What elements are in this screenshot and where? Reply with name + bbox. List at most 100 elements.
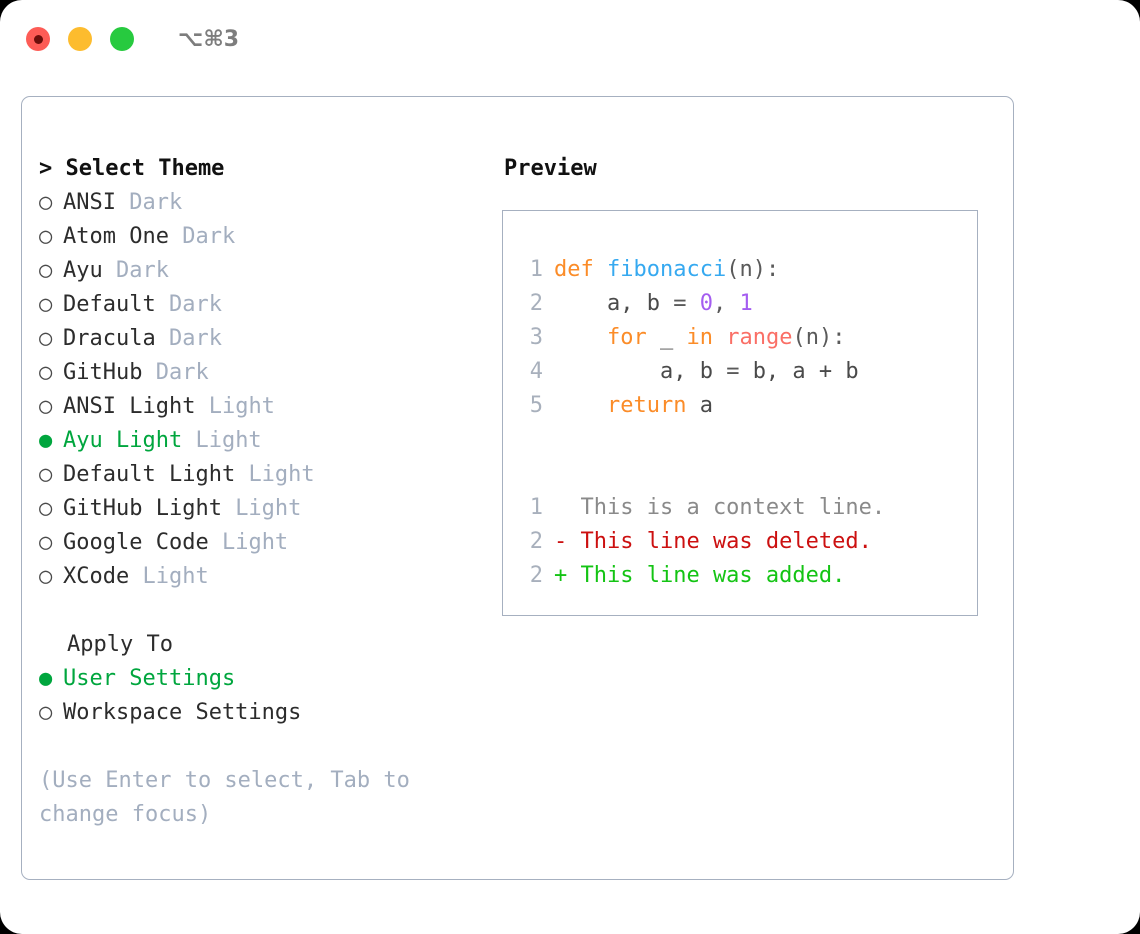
theme-option-kind: Light [208,394,275,419]
line-number: 2 [529,291,543,316]
diff-line-text: + This line was added. [554,563,846,588]
apply-to-options-list[interactable]: ● User Settings ○ Workspace Settings [39,662,492,730]
code-line: 3 for _ in range(n): [515,321,977,355]
radio-unselected-icon: ○ [39,530,53,555]
radio-unselected-icon: ○ [39,564,53,589]
theme-option-label: XCode [63,564,143,589]
preview-heading: Preview [504,156,597,181]
theme-option-kind: Dark [182,224,236,249]
apply-to-heading: Apply To [67,632,173,657]
code-token: _ [646,325,687,350]
code-token: = [726,359,753,384]
main-panel: > Select Theme ○ANSI Dark○Atom One Dark○… [21,96,1014,880]
diff-line: 2 + This line was added. [515,559,977,593]
theme-option-label: Default [63,292,169,317]
theme-option-atom-one[interactable]: ○Atom One Dark [39,220,492,254]
traffic-light-group [26,27,134,51]
code-token: def [554,257,594,282]
theme-option-label: Ayu Light [63,428,196,453]
theme-option-kind: Dark [129,190,183,215]
code-diff-spacer-2 [515,457,977,491]
diff-line-text: This is a context line. [554,495,886,520]
theme-option-dracula[interactable]: ○ Dracula Dark [39,322,492,356]
line-number: 4 [529,359,543,384]
code-line: 5 return a [515,389,977,423]
apply-to-option-workspace-settings[interactable]: ○ Workspace Settings [39,696,492,730]
code-token: (n): [792,325,846,350]
line-number: 3 [529,325,543,350]
diff-sample: 1 This is a context line. 2 - This line wa… [515,491,977,593]
code-token: 1 [739,291,753,316]
code-diff-spacer [515,423,977,457]
diff-line: 1 This is a context line. [515,491,977,525]
theme-option-kind: Dark [155,360,209,385]
radio-unselected-icon: ○ [39,224,53,249]
theme-option-kind: Dark [115,258,169,283]
theme-option-label: ANSI Light [63,394,209,419]
code-token [554,393,607,418]
line-number: 2 [529,529,543,554]
radio-unselected-icon: ○ [39,462,53,487]
theme-option-kind: Light [221,530,289,555]
theme-option-ayu-light[interactable]: ● Ayu Light Light [39,424,492,458]
minimize-button[interactable] [68,27,92,51]
theme-option-ansi[interactable]: ○ ANSI Dark [39,186,492,220]
theme-option-google-code[interactable]: ○ Google Code Light [39,526,492,560]
code-token: a [686,393,713,418]
theme-option-kind: Light [235,496,302,521]
keyboard-hint: (Use Enter to select, Tab to change focu… [39,768,410,827]
theme-option-ansi-light[interactable]: ○ANSI Light Light [39,390,492,424]
diff-line: 2 - This line was deleted. [515,525,977,559]
apply-to-option-user-settings[interactable]: ● User Settings [39,662,492,696]
line-number: 5 [529,393,543,418]
radio-selected-icon: ● [39,428,53,453]
theme-option-label: Ayu [63,258,116,283]
line-number: 1 [529,257,543,282]
theme-option-label: Google Code [63,530,222,555]
window-title: ⌥⌘3 [178,26,240,52]
radio-unselected-icon: ○ [39,360,53,385]
theme-option-ayu[interactable]: ○ Ayu Dark [39,254,492,288]
code-token [713,325,726,350]
code-token [554,325,607,350]
theme-option-github-light[interactable]: ○GitHub Light Light [39,492,492,526]
theme-option-default[interactable]: ○ Default Dark [39,288,492,322]
code-token: fibonacci [607,257,727,282]
radio-selected-icon: ● [39,666,53,691]
theme-option-label: Dracula [63,326,169,351]
radio-unselected-icon: ○ [39,190,53,215]
theme-option-label: GitHub [63,360,156,385]
theme-option-label: ANSI [63,190,130,215]
radio-unselected-icon: ○ [39,700,53,725]
line-number: 1 [529,495,543,520]
radio-unselected-icon: ○ [39,292,53,317]
code-line: 2 a, b = 0, 1 [515,287,977,321]
code-token: range [726,325,793,350]
theme-option-kind: Dark [168,292,222,317]
apply-to-option-label: User Settings [63,666,236,691]
theme-option-github[interactable]: ○ GitHub Dark [39,356,492,390]
line-number: 2 [529,563,543,588]
theme-option-label: GitHub Light [63,496,236,521]
code-token: a, b [554,291,674,316]
code-token: return [606,393,687,418]
apply-to-option-label: Workspace Settings [63,700,302,725]
code-line: 4 a, b = b, a + b [515,355,977,389]
diff-line-text: - This line was deleted. [554,529,872,554]
close-button[interactable] [26,27,50,51]
maximize-button[interactable] [110,27,134,51]
theme-options-list[interactable]: ○ANSI Dark○Atom One Dark○Ayu Dark○Defaul… [39,186,492,594]
radio-unselected-icon: ○ [39,326,53,351]
theme-option-default-light[interactable]: ○Default Light Light [39,458,492,492]
theme-option-xcode[interactable]: ○XCode Light [39,560,492,594]
list-spacer [39,594,492,628]
code-token: 0 [699,291,713,316]
theme-option-kind: Dark [168,326,222,351]
code-token: = [673,291,700,316]
radio-unselected-icon: ○ [39,258,53,283]
code-token: b, a + b [752,359,859,384]
theme-option-kind: Light [195,428,262,453]
